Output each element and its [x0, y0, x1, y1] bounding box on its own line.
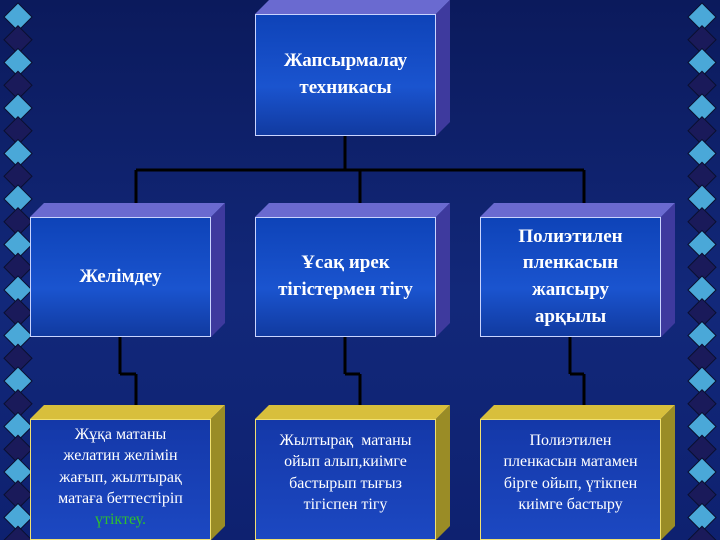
root-title-line1: Жапсырмалау — [283, 50, 408, 72]
detail-node-side-bevel — [436, 405, 450, 540]
detail-gluing-line5: үтіктеу. — [94, 511, 147, 529]
root-title-line2: техникасы — [299, 77, 392, 98]
detail-node-side-bevel — [211, 405, 225, 540]
category-node-side-bevel — [661, 203, 675, 337]
detail-node-side-bevel — [661, 405, 675, 540]
detail-node-face: Полиэтилен пленкасын матамен бірге ойып,… — [480, 419, 661, 540]
category-node-side-bevel — [211, 203, 225, 337]
category-label-poly-line1: Полиэтилен — [518, 225, 623, 247]
detail-zigzag-line2: ойып алып,киімге — [284, 453, 407, 471]
detail-node-zigzag: Жылтырақ матаны ойып алып,киімге бастыры… — [255, 405, 450, 540]
category-node-face: Желімдеу — [30, 217, 211, 337]
detail-node-gluing: Жұқа матаны желатин желімін жағып, жылты… — [30, 405, 225, 540]
category-node-zigzag-stitch: Ұсақ ирек тігістермен тігу — [255, 203, 450, 337]
category-node-face: Ұсақ ирек тігістермен тігу — [255, 217, 436, 337]
detail-node-top-bevel — [30, 405, 225, 419]
detail-gluing-line4: матаға беттестіріп — [58, 489, 183, 507]
detail-zigzag-line3: бастырып тығыз — [289, 474, 402, 492]
root-node-face: Жапсырмалау техникасы — [255, 14, 436, 136]
category-node-top-bevel — [30, 203, 225, 217]
category-label-poly-line4: арқылы — [534, 305, 607, 327]
detail-node-face: Жылтырақ матаны ойып алып,киімге бастыры… — [255, 419, 436, 540]
detail-poly-line4: киімге бастыру — [518, 495, 623, 513]
right-diamond-border — [684, 0, 720, 540]
category-node-top-bevel — [255, 203, 450, 217]
category-node-top-bevel — [480, 203, 675, 217]
detail-poly-line3: бірге ойып, үтікпен — [503, 474, 638, 492]
category-node-gluing: Желімдеу — [30, 203, 225, 337]
category-node-face: Полиэтилен пленкасын жапсыру арқылы — [480, 217, 661, 337]
detail-node-face: Жұқа матаны желатин желімін жағып, жылты… — [30, 419, 211, 540]
detail-zigzag-line1: Жылтырақ матаны — [279, 432, 412, 449]
root-node-top-bevel — [255, 0, 450, 14]
detail-poly-line1: Полиэтилен — [529, 432, 612, 449]
detail-node-polyethylene: Полиэтилен пленкасын матамен бірге ойып,… — [480, 405, 675, 540]
diamond-column-right — [687, 2, 717, 540]
category-node-polyethylene: Полиэтилен пленкасын жапсыру арқылы — [480, 203, 675, 337]
detail-zigzag-line4: тігіспен тігу — [303, 495, 388, 513]
detail-gluing-line2: желатин желімін — [63, 447, 178, 465]
detail-node-top-bevel — [255, 405, 450, 419]
detail-gluing-line1: Жұқа матаны — [74, 426, 167, 443]
root-node: Жапсырмалау техникасы — [255, 0, 450, 136]
detail-gluing-line3: жағып, жылтырақ — [59, 468, 182, 486]
category-label-gluing: Желімдеу — [79, 265, 162, 287]
category-label-poly-line3: жапсыру — [531, 279, 610, 300]
detail-poly-line2: пленкасын матамен — [503, 453, 638, 471]
category-label-poly-line2: пленкасын — [522, 252, 619, 274]
diamond-ornament — [3, 525, 33, 540]
diamond-ornament — [687, 525, 717, 540]
detail-node-top-bevel — [480, 405, 675, 419]
category-label-zigzag-line2: тігістермен тігу — [278, 279, 413, 300]
left-diamond-border — [0, 0, 36, 540]
category-node-side-bevel — [436, 203, 450, 337]
diamond-column-left — [3, 2, 33, 540]
category-label-zigzag-line1: Ұсақ ирек — [301, 252, 390, 274]
root-node-side-bevel — [436, 0, 450, 136]
